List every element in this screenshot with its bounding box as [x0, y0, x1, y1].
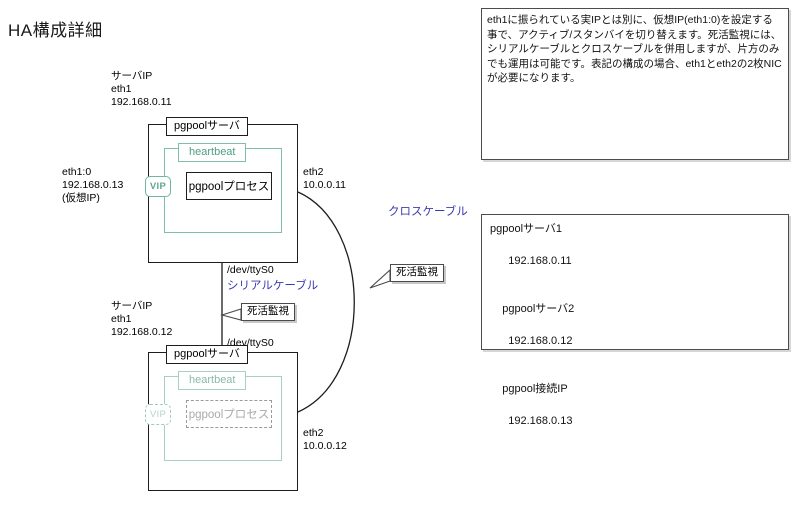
- standby-vip-badge: VIP: [145, 404, 171, 425]
- ip-connect-label: pgpool接続IP: [502, 383, 568, 395]
- standby-eth2-label: eth2: [303, 427, 324, 439]
- ip-server2-label: pgpoolサーバ2: [502, 303, 575, 315]
- ip-list-box: pgpoolサーバ1 192.168.0.11 pgpoolサーバ2 192.1…: [481, 214, 789, 427]
- standby-server-box-title: pgpoolサーバ: [166, 345, 248, 364]
- active-vip-alias-nic: eth1:0: [62, 166, 92, 178]
- standby-heartbeat-label: heartbeat: [178, 371, 247, 390]
- cross-health-check-label: 死活監視: [390, 264, 444, 282]
- description-note-text: eth1に振られている実IPとは別に、仮想IP(eth1:0)を設定する事で、ア…: [487, 14, 782, 85]
- active-server-box-title: pgpoolサーバ: [166, 117, 248, 136]
- standby-eth2-ip: 10.0.0.12: [303, 440, 347, 452]
- serial-health-check-callout: 死活監視: [227, 303, 317, 323]
- active-server-ip-label: サーバIP: [111, 70, 153, 82]
- page-title: HA構成詳細: [8, 21, 103, 40]
- active-vip-alias-ip: 192.168.0.13: [62, 179, 124, 191]
- active-serial-device: /dev/ttyS0: [227, 264, 274, 276]
- standby-server-nic-ip: 192.168.0.12: [111, 326, 173, 338]
- standby-server-ip-label: サーバIP: [111, 300, 153, 312]
- serial-cable-label: シリアルケーブル: [227, 280, 319, 292]
- description-note-box: eth1に振られている実IPとは別に、仮想IP(eth1:0)を設定する事で、ア…: [481, 8, 789, 160]
- cross-cable-label: クロスケーブル: [388, 206, 468, 218]
- active-heartbeat-label: heartbeat: [178, 143, 247, 162]
- active-vip-badge: VIP: [145, 176, 171, 197]
- cross-health-check-callout: 死活監視: [376, 264, 466, 284]
- active-pgpool-process-box: pgpoolプロセス: [186, 172, 272, 200]
- active-server-nic-label: eth1: [111, 83, 132, 95]
- ip-server1-value: 192.168.0.11: [508, 255, 572, 267]
- active-vip-alias-note: (仮想IP): [62, 192, 100, 204]
- standby-server-nic-label: eth1: [111, 313, 132, 325]
- serial-health-check-label: 死活監視: [241, 303, 295, 321]
- active-server-nic-ip: 192.168.0.11: [111, 96, 172, 108]
- active-eth2-ip: 10.0.0.11: [303, 179, 347, 191]
- cross-cable-line: [297, 191, 355, 413]
- active-eth2-label: eth2: [303, 166, 324, 178]
- ip-list-text: pgpoolサーバ1 192.168.0.11 pgpoolサーバ2 192.1…: [482, 215, 788, 451]
- ip-connect-value: 192.168.0.13: [508, 415, 573, 427]
- standby-pgpool-process-box: pgpoolプロセス: [186, 400, 272, 428]
- ip-server2-value: 192.168.0.12: [508, 335, 573, 347]
- ip-server1-label: pgpoolサーバ1: [490, 223, 563, 235]
